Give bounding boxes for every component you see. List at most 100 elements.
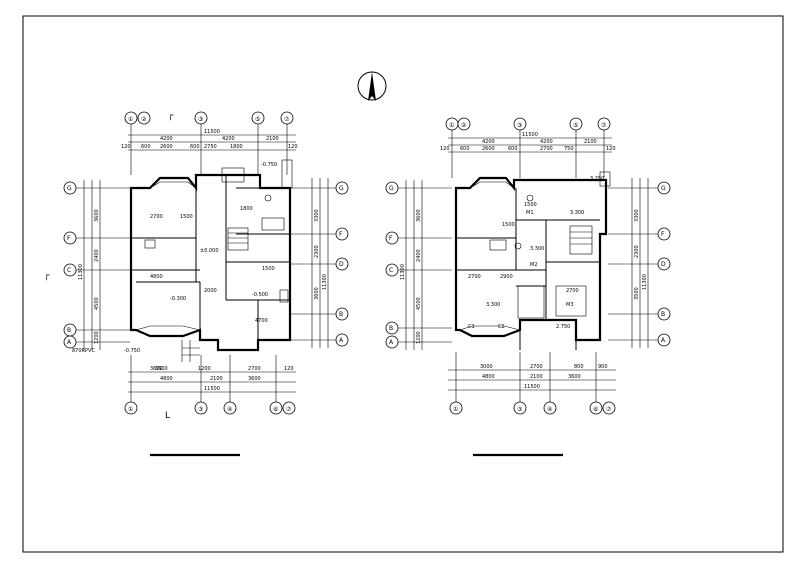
top-dimensions-2: 11500 4200 4200 2100 120 600 2600 600 27… bbox=[440, 130, 616, 178]
dimension-label: 3.300 bbox=[530, 246, 544, 252]
dimension-label: 2000 bbox=[204, 288, 217, 294]
dimension-label: 2900 bbox=[500, 274, 513, 280]
dimension-label: M1 bbox=[526, 210, 534, 216]
dimension-label: 11300 bbox=[322, 274, 328, 290]
dimension-label: A bbox=[339, 337, 344, 344]
dimension-label: ⑤ bbox=[255, 116, 260, 123]
upper-floor-plan: ① ② ③ ⑤ ⑦ ① ③ ④ ⑥ ⑦ G F C B A G F D B A bbox=[385, 117, 671, 415]
dimension-label: 4800 bbox=[160, 376, 173, 382]
dimension-label: -0.750 bbox=[261, 162, 277, 168]
dimension-label: 600 bbox=[508, 146, 518, 152]
dimension-label: 3600 bbox=[155, 366, 168, 372]
dimension-label: 2100 bbox=[266, 136, 279, 142]
dimension-label: 870RPVC bbox=[72, 348, 95, 354]
dimension-label: ⑦ bbox=[286, 406, 292, 413]
dimension-label: 900 bbox=[598, 364, 608, 370]
dimension-label: 2400 bbox=[416, 249, 422, 262]
dimension-label: 2700 bbox=[566, 288, 579, 294]
dimension-label: 11500 bbox=[524, 384, 540, 390]
dimension-label: A bbox=[389, 339, 394, 346]
dimension-label: 1200 bbox=[416, 331, 422, 344]
dimension-label: 2700 bbox=[540, 146, 553, 152]
right-axis-bubbles: G F D B A bbox=[335, 181, 349, 347]
dimension-label: G bbox=[339, 185, 344, 192]
dimension-label: G bbox=[661, 185, 666, 192]
left-axis-bubbles: G F C B A bbox=[63, 181, 77, 349]
dimension-label: B bbox=[67, 327, 71, 334]
dimension-label: 11500 bbox=[522, 132, 538, 138]
dimension-label: 600 bbox=[141, 144, 151, 150]
dimension-label: 11300 bbox=[78, 264, 84, 280]
dimension-label: 1800 bbox=[230, 144, 243, 150]
dimension-label: 3000 bbox=[480, 364, 493, 370]
dimension-label: 2700 bbox=[150, 214, 163, 220]
dimension-label: 4500 bbox=[94, 297, 100, 310]
north-arrow-icon bbox=[357, 71, 387, 101]
dimension-label: 600 bbox=[190, 144, 200, 150]
dimension-label: 1800 bbox=[240, 206, 253, 212]
dimension-label: ⑦ bbox=[284, 116, 290, 123]
dimension-label: ② bbox=[141, 116, 147, 123]
dimension-label: F bbox=[67, 235, 71, 242]
dimension-label: 2750 bbox=[204, 144, 217, 150]
right-dimensions-2: 3300 2300 3500 11300 bbox=[608, 178, 658, 348]
dimension-label: ③ bbox=[198, 406, 203, 413]
dimension-label: 750 bbox=[564, 146, 574, 152]
dimension-label: 2700 bbox=[248, 366, 261, 372]
dimension-label: ④ bbox=[227, 406, 232, 413]
dimension-label: F bbox=[339, 231, 343, 238]
dimension-label: F bbox=[389, 235, 393, 242]
dimension-label: C2 bbox=[498, 324, 505, 330]
dimension-label: 3600 bbox=[150, 366, 163, 372]
dimension-label: 3600 bbox=[248, 376, 261, 382]
dimension-label: 11300 bbox=[400, 264, 406, 280]
dimension-label: B bbox=[389, 325, 393, 332]
upper-walls bbox=[454, 171, 611, 350]
dimension-label: A bbox=[67, 339, 72, 346]
dimension-label: 3300 bbox=[314, 209, 320, 222]
dimension-label: 1500 bbox=[524, 202, 537, 208]
top-axis-bubbles: ① ② ③ ⑤ ⑦ bbox=[124, 111, 294, 125]
dimension-label: ⑦ bbox=[606, 406, 612, 413]
dimension-label: B bbox=[339, 311, 343, 318]
drawing-frame bbox=[22, 15, 784, 553]
dimension-label: 120 bbox=[121, 144, 131, 150]
dimension-label: 4800 bbox=[150, 274, 163, 280]
dimension-label: D bbox=[339, 261, 344, 268]
dimension-label: 120 bbox=[606, 146, 616, 152]
dimension-label: 4800 bbox=[482, 374, 495, 380]
bottom-dimensions-2: 3000 2700 800 900 4800 2100 3600 11500 bbox=[448, 352, 616, 402]
dimension-label: 4500 bbox=[416, 297, 422, 310]
dimension-label: 1200 bbox=[94, 331, 100, 344]
dimension-label: 2.750 bbox=[556, 324, 570, 330]
dimension-label: 2100 bbox=[210, 376, 223, 382]
dimension-label: 2100 bbox=[584, 139, 597, 145]
dimension-label: D bbox=[661, 261, 666, 268]
dimension-label: ③ bbox=[517, 406, 522, 413]
dimension-label: 2400 bbox=[94, 249, 100, 262]
dimension-label: 2600 bbox=[482, 146, 495, 152]
dimension-label: 1200 bbox=[198, 366, 211, 372]
dimension-label: 120 bbox=[284, 366, 294, 372]
section-mark-bottom: L bbox=[165, 411, 170, 421]
dimension-label: ⑥ bbox=[593, 406, 598, 413]
dimension-label: 4200 bbox=[482, 139, 495, 145]
left-dimensions-2: 3600 2400 4500 11300 1200 bbox=[398, 180, 452, 350]
dimension-label: 3500 bbox=[634, 287, 640, 300]
dimension-label: -0.500 bbox=[252, 292, 268, 298]
dimension-label: 2700 bbox=[468, 274, 481, 280]
dimension-label: -0.750 bbox=[124, 348, 140, 354]
dimension-label: 2300 bbox=[634, 245, 640, 258]
dimension-label: ② bbox=[461, 122, 467, 129]
dimension-label: C bbox=[389, 267, 393, 274]
section-mark-left: ┌ bbox=[44, 271, 50, 281]
dimension-label: 4200 bbox=[540, 139, 553, 145]
section-mark-top: ┌ bbox=[168, 111, 174, 121]
dimension-label: 3300 bbox=[634, 209, 640, 222]
dimension-label: 2300 bbox=[314, 245, 320, 258]
dimension-label: ① bbox=[453, 406, 458, 413]
dimension-label: ③ bbox=[517, 122, 522, 129]
dimension-label: 3600 bbox=[416, 209, 422, 222]
dimension-label: ⑤ bbox=[573, 122, 578, 129]
